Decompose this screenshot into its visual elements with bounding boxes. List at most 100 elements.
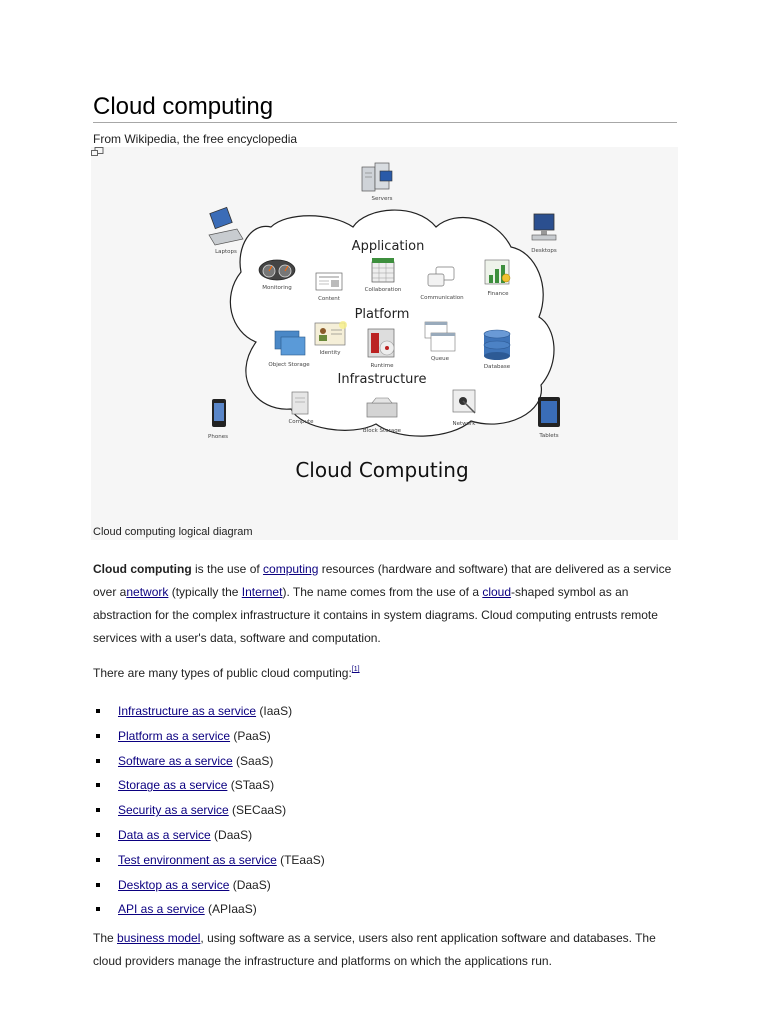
folder-icon xyxy=(274,330,306,356)
types-intro-text: There are many types of public cloud com… xyxy=(93,666,352,680)
abbr: (PaaS) xyxy=(230,728,271,743)
id-card-icon xyxy=(314,321,347,346)
link-staas[interactable]: Storage as a service xyxy=(118,778,228,793)
business-text: The xyxy=(93,931,118,945)
platform-layer-label: Platform xyxy=(355,307,410,322)
link-iaas[interactable]: Infrastructure as a service xyxy=(118,704,257,718)
servers-label: Servers xyxy=(372,196,393,202)
abbr: (IaaS) xyxy=(256,704,293,718)
link-internet[interactable]: Internet xyxy=(241,585,283,599)
calendar-icon xyxy=(371,258,395,283)
link-secaas[interactable]: Security as a service xyxy=(118,803,229,818)
communication-label: Communication xyxy=(420,295,464,301)
network-label: Network xyxy=(453,421,477,427)
link-network[interactable]: network xyxy=(126,585,169,599)
runtime-icon xyxy=(367,328,395,358)
business-paragraph: The business model, using software as a … xyxy=(93,927,673,973)
enlarge-icon[interactable] xyxy=(91,147,104,156)
intro-paragraph: Cloud computing is the use of computing … xyxy=(93,558,673,650)
window-icon xyxy=(424,321,456,352)
business-text: , using software as a service, users als… xyxy=(93,931,656,968)
computer-icon xyxy=(291,391,309,415)
newspaper-icon xyxy=(315,272,343,291)
abbr: (DaaS) xyxy=(210,827,253,842)
page-title: Cloud computing xyxy=(93,92,677,123)
server-icon xyxy=(361,162,393,192)
database-icon xyxy=(483,329,511,360)
abbr: (APIaaS) xyxy=(204,902,257,917)
link-business-model[interactable]: business model xyxy=(117,931,201,945)
infrastructure-layer-label: Infrastructure xyxy=(338,372,427,387)
types-intro: There are many types of public cloud com… xyxy=(93,658,673,685)
reference-link[interactable]: [1] xyxy=(351,666,360,673)
phone-icon xyxy=(212,399,226,427)
bullet xyxy=(96,857,100,862)
link-cloud[interactable]: cloud xyxy=(482,585,512,599)
link-saas[interactable]: Software as a service xyxy=(118,753,233,768)
list-item: Infrastructure as a service (IaaS) xyxy=(93,699,325,724)
list-item: Security as a service (SECaaS) xyxy=(93,798,325,823)
cloud-diagram[interactable]: Servers Laptops Desktops Phones Tablets … xyxy=(91,147,678,502)
bullet xyxy=(96,907,100,912)
intro-text: is the use of xyxy=(191,562,264,576)
list-item: Storage as a service (STaaS) xyxy=(93,773,325,798)
list-item: Desktop as a service (DaaS) xyxy=(93,873,325,898)
term-bold: Cloud computing xyxy=(93,562,192,576)
link-teaas[interactable]: Test environment as a service xyxy=(118,852,277,867)
page-subtitle: From Wikipedia, the free encyclopedia xyxy=(93,132,298,146)
queue-label: Queue xyxy=(431,356,450,362)
service-types-list: Infrastructure as a service (IaaS) Platf… xyxy=(93,699,325,922)
chart-icon xyxy=(484,259,511,285)
cloud-shape xyxy=(229,209,555,437)
abbr: (SECaaS) xyxy=(228,803,287,818)
runtime-label: Runtime xyxy=(371,363,395,369)
intro-text: resources (hardware and software) that a… xyxy=(93,562,672,599)
list-item: Software as a service (SaaS) xyxy=(93,749,325,774)
identity-label: Identity xyxy=(319,350,341,356)
desktop-icon xyxy=(531,213,557,241)
gauge-icon xyxy=(258,259,296,281)
abbr: (DaaS) xyxy=(229,877,271,892)
link-daas[interactable]: Data as a service xyxy=(118,827,211,842)
bullet xyxy=(96,758,100,763)
list-item: Platform as a service (PaaS) xyxy=(93,724,325,749)
chat-icon xyxy=(427,266,455,287)
link-paas[interactable]: Platform as a service xyxy=(118,728,231,743)
tablets-label: Tablets xyxy=(538,433,558,439)
list-item: Data as a service (DaaS) xyxy=(93,823,325,848)
bullet xyxy=(96,733,100,738)
monitoring-label: Monitoring xyxy=(262,285,291,291)
bullet xyxy=(96,882,100,887)
abbr: (TEaaS) xyxy=(276,852,325,867)
phones-label: Phones xyxy=(208,434,228,440)
laptops-label: Laptops xyxy=(215,249,237,255)
abbr: (STaaS) xyxy=(227,778,275,793)
drive-icon xyxy=(366,397,398,418)
application-layer-label: Application xyxy=(352,239,425,254)
network-icon xyxy=(452,389,476,414)
intro-text: ). The name comes from the use of a xyxy=(282,585,483,599)
compute-label: Compute xyxy=(288,419,314,425)
abbr: (SaaS) xyxy=(232,753,274,768)
diagram-title: Cloud Computing xyxy=(295,458,468,482)
intro-text: (typically the xyxy=(168,585,242,599)
tablet-icon xyxy=(538,397,560,427)
object-storage-label: Object Storage xyxy=(268,362,310,368)
database-label: Database xyxy=(484,364,511,370)
bullet xyxy=(96,783,100,788)
finance-label: Finance xyxy=(487,291,509,297)
link-apiaas[interactable]: API as a service xyxy=(118,902,205,917)
figure: Servers Laptops Desktops Phones Tablets … xyxy=(91,147,678,540)
list-item: Test environment as a service (TEaaS) xyxy=(93,848,325,873)
link-computing[interactable]: computing xyxy=(263,562,319,576)
desktops-label: Desktops xyxy=(531,248,557,254)
bullet xyxy=(96,808,100,813)
bullet xyxy=(96,832,100,837)
laptop-icon xyxy=(208,206,244,246)
list-item: API as a service (APIaaS) xyxy=(93,897,325,922)
collaboration-label: Collaboration xyxy=(365,287,402,293)
content-label: Content xyxy=(318,296,341,302)
figure-caption: Cloud computing logical diagram xyxy=(93,526,253,538)
bullet xyxy=(96,709,100,713)
link-desktop-daas[interactable]: Desktop as a service xyxy=(118,877,230,892)
